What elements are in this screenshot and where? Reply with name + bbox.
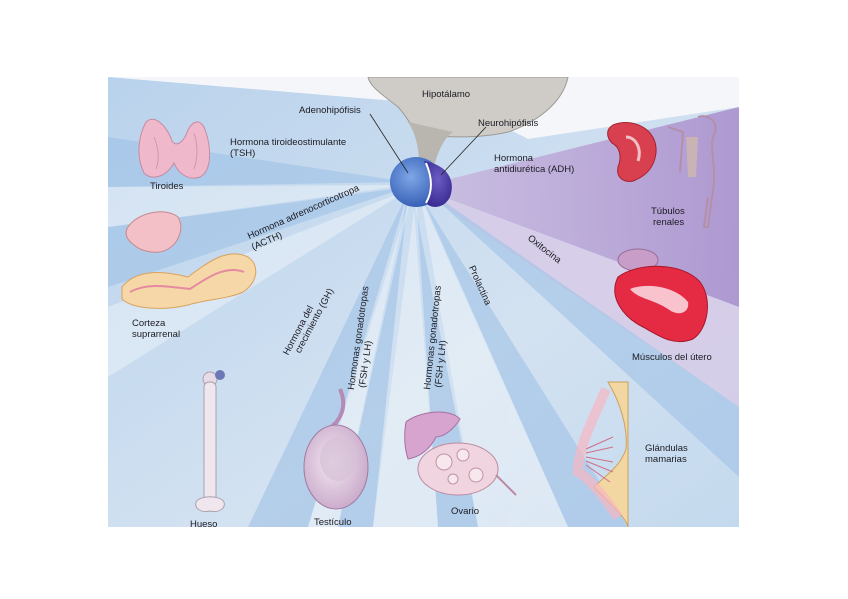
testicle-label: Testículo (314, 517, 352, 527)
adrenal-label-line2: suprarrenal (132, 329, 181, 340)
adrenal-organ (121, 211, 257, 309)
tubules-label-line2: renales (653, 217, 685, 228)
adh-ray (438, 107, 739, 307)
adh-label-line1: Hormona (494, 153, 534, 164)
mammary-label-line1: Glándulas (645, 443, 688, 454)
mammary-label-line2: mamarias (645, 454, 687, 465)
adrenal-label-line1: Corteza (132, 318, 166, 329)
tsh-label-line1: Hormona tiroideostimulante (230, 137, 347, 148)
bone-organ (195, 370, 225, 512)
thyroid-label: Tiroides (150, 181, 184, 192)
adh-label-line2: antidiurética (ADH) (494, 164, 575, 175)
neurohypophysis-label: Neurohipófisis (478, 118, 539, 129)
thyroid-organ (138, 118, 210, 179)
endocrine-diagram: Hipotálamo Adenohipófisis Neurohipófisis… (108, 77, 739, 527)
testicle-organ (303, 388, 369, 510)
ovary-organ (404, 411, 517, 496)
ovary-label: Ovario (451, 506, 479, 517)
top-area (108, 77, 739, 139)
adenohypophysis-label: Adenohipófisis (299, 105, 361, 116)
tsh-label-line2: (TSH) (230, 148, 256, 159)
bone-label: Hueso (190, 519, 218, 527)
kidney-organ (607, 115, 717, 228)
uterus-label: Músculos del útero (632, 352, 712, 363)
uterus-organ (614, 248, 708, 343)
diagram-artwork (108, 77, 739, 527)
neurohypophysis-shape (424, 161, 452, 207)
tubules-label-line1: Túbulos (651, 206, 685, 217)
hypothalamus-label: Hipotálamo (422, 89, 471, 100)
mammary-organ (572, 381, 629, 527)
oxytocin-ray (438, 195, 739, 407)
